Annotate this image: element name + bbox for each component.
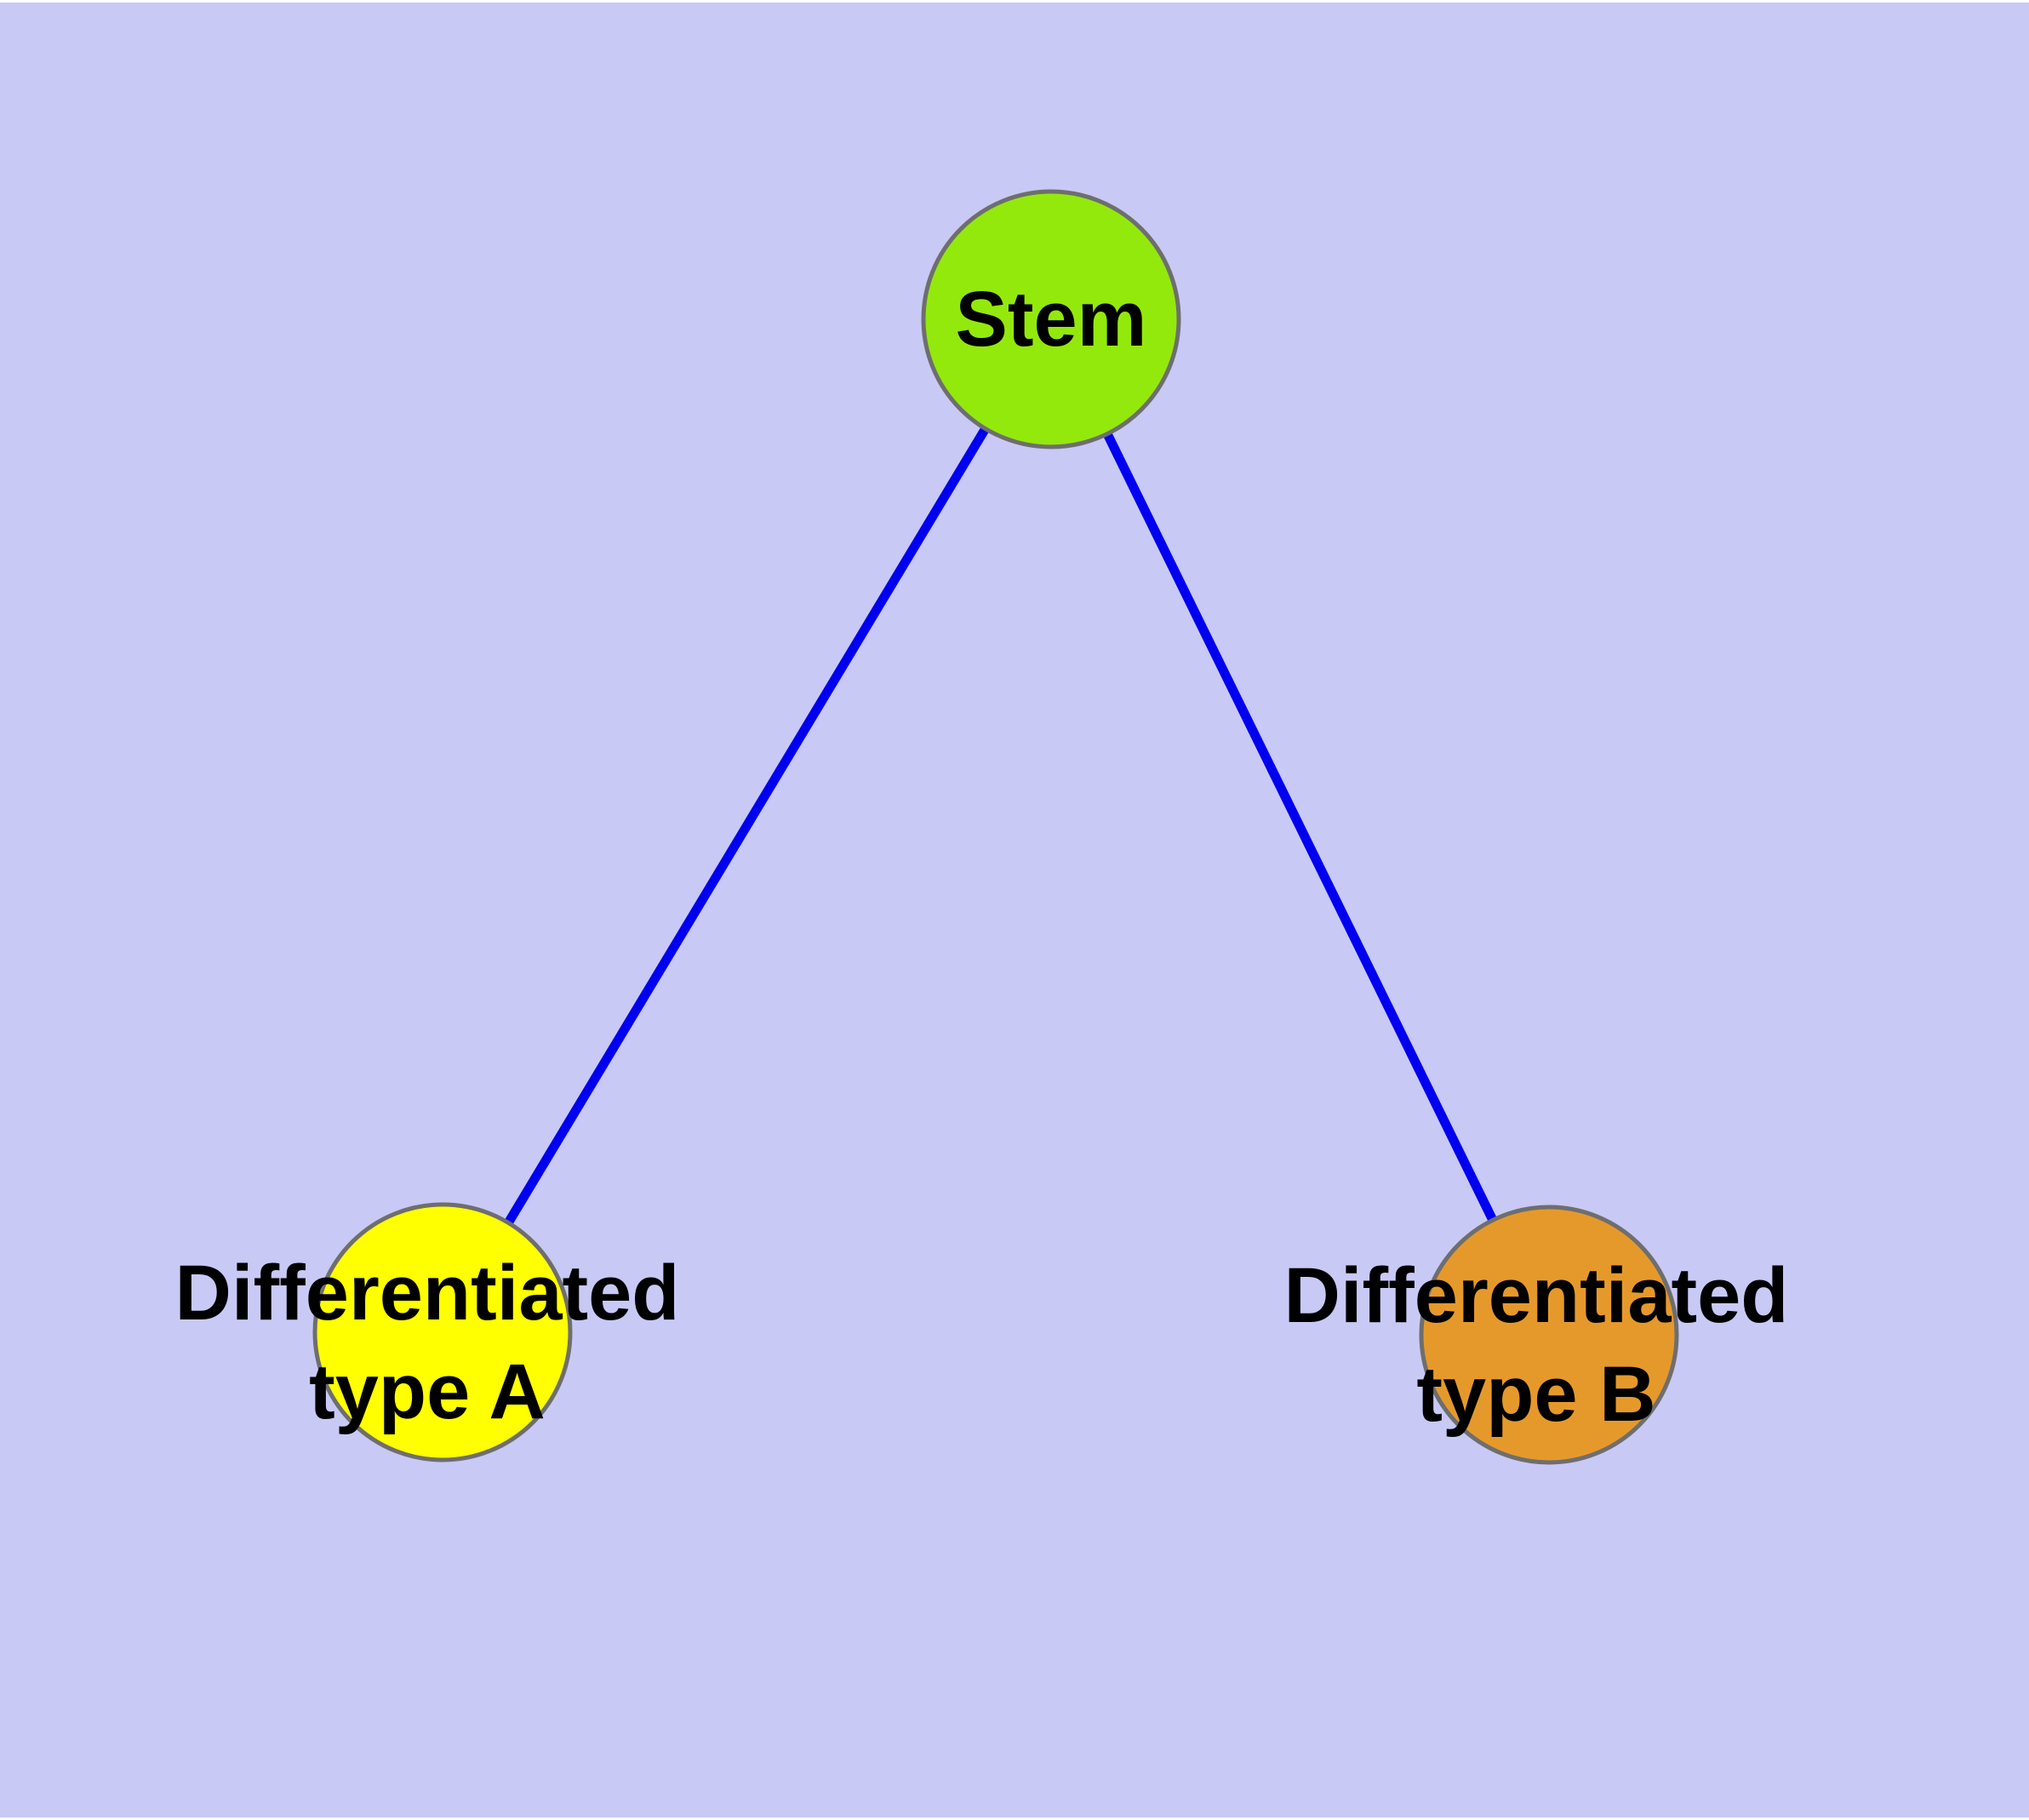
node-stem: Stem bbox=[921, 189, 1181, 449]
node-type-b-label-line1: Differentiated bbox=[1284, 1252, 1789, 1339]
node-stem-label: Stem bbox=[956, 276, 1147, 363]
edge-stem-to-type-a bbox=[438, 317, 1055, 1335]
edge-layer bbox=[438, 317, 1553, 1337]
node-type-a-circle bbox=[312, 1202, 573, 1462]
node-type-b: Differentiated type B bbox=[1284, 1205, 1789, 1465]
node-stem-circle bbox=[921, 189, 1181, 449]
node-type-b-label-line2: type B bbox=[1416, 1351, 1655, 1438]
node-type-a-label-line1: Differentiated bbox=[175, 1250, 680, 1336]
edge-stem-to-type-b bbox=[1047, 317, 1553, 1337]
node-type-b-circle bbox=[1419, 1205, 1679, 1465]
node-type-a: Differentiated type A bbox=[175, 1202, 680, 1462]
node-type-a-label-line2: type A bbox=[309, 1348, 546, 1435]
